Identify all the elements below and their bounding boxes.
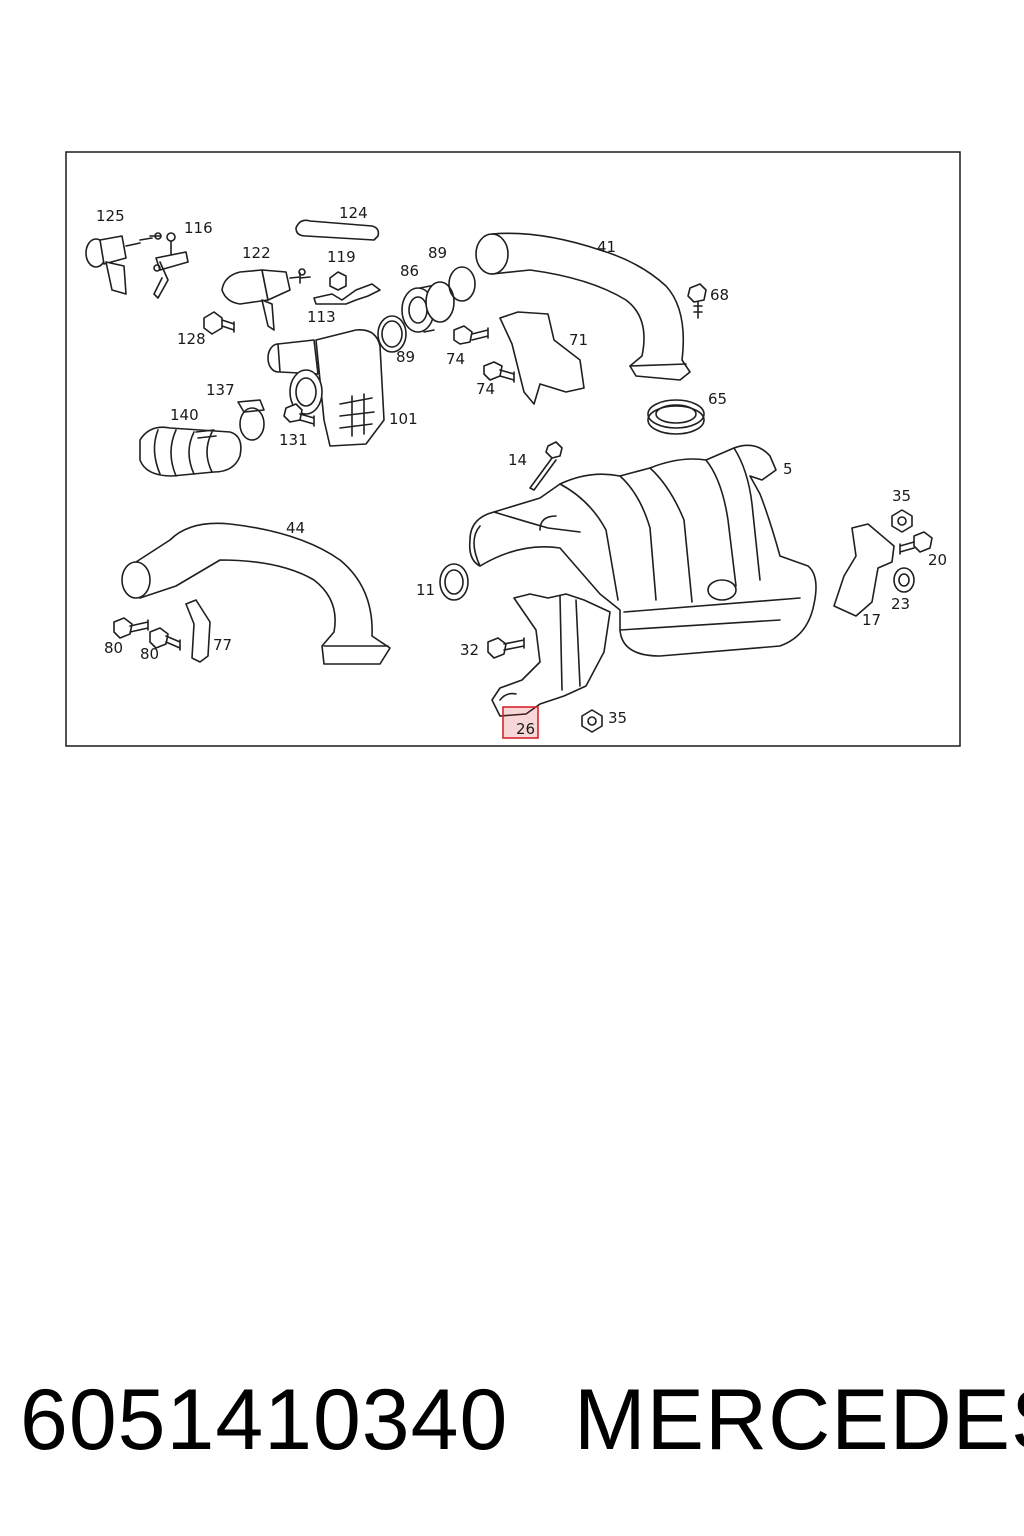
part-74-bolt-lower	[483, 361, 515, 383]
callout-17: 17	[862, 611, 881, 629]
callout-44: 44	[286, 519, 305, 537]
part-65-gasket	[647, 399, 705, 435]
part-74-bolt-upper	[453, 325, 489, 345]
part-35-nut-upper	[891, 509, 913, 533]
callout-23: 23	[891, 595, 910, 613]
callout-32: 32	[460, 641, 479, 659]
callout-89-upper: 89	[428, 244, 447, 262]
part-23-bushing	[893, 567, 915, 593]
part-119-nut	[329, 271, 347, 291]
part-86-sleeve	[401, 281, 455, 333]
part-14-bolt	[529, 441, 563, 491]
part-number: 6051410340	[20, 1372, 509, 1468]
callout-124: 124	[339, 204, 368, 222]
highlight-box-26[interactable]	[502, 706, 539, 739]
part-140-bellows-hose	[139, 426, 242, 477]
callout-137: 137	[206, 381, 235, 399]
part-122-actuator	[221, 268, 311, 331]
callout-125: 125	[96, 207, 125, 225]
part-77-bracket	[185, 599, 211, 663]
callout-20: 20	[928, 551, 947, 569]
callout-71: 71	[569, 331, 588, 349]
part-41-intake-pipe	[475, 232, 691, 381]
part-89-seal-lower-inner	[381, 320, 403, 348]
part-128-bolt	[203, 311, 235, 335]
part-20-bolt	[899, 531, 933, 555]
callout-86: 86	[400, 262, 419, 280]
part-89-seal-upper	[448, 266, 476, 302]
callout-14: 14	[508, 451, 527, 469]
callout-116: 116	[184, 219, 213, 237]
callout-122: 122	[242, 244, 271, 262]
part-11-seal	[439, 563, 469, 601]
callout-26: 26	[516, 720, 535, 738]
callout-89-lower: 89	[396, 348, 415, 366]
part-80-bolt-right	[149, 627, 181, 651]
parts-diagram: 125 116 124 122 119 89 86 41 68 113 128 …	[0, 0, 1024, 760]
part-32-bolt	[487, 637, 525, 659]
callout-113: 113	[307, 308, 336, 326]
callout-65: 65	[708, 390, 727, 408]
part-131-bolt	[283, 403, 315, 427]
part-5-intake-manifold	[468, 444, 817, 657]
callout-74-lower: 74	[476, 380, 495, 398]
part-71-bracket	[499, 311, 585, 405]
callout-80-left: 80	[104, 639, 123, 657]
callout-131: 131	[279, 431, 308, 449]
part-17-bracket	[833, 523, 895, 617]
part-116-ball-joint	[153, 232, 189, 299]
part-26-support-bracket-details	[499, 595, 581, 701]
brand-name: MERCEDES	[574, 1372, 1024, 1468]
part-124-strip	[295, 219, 380, 241]
part-101-throttle-body	[267, 329, 385, 447]
callout-74-upper: 74	[446, 350, 465, 368]
part-80-bolt-left	[113, 617, 149, 639]
callout-11: 11	[416, 581, 435, 599]
callout-119: 119	[327, 248, 356, 266]
callout-140: 140	[170, 406, 199, 424]
part-68-bolt	[687, 283, 707, 319]
callout-35-upper: 35	[892, 487, 911, 505]
callout-5: 5	[783, 460, 793, 478]
part-137-clamp	[237, 399, 265, 441]
callout-68: 68	[710, 286, 729, 304]
callout-101: 101	[389, 410, 418, 428]
part-35-nut-lower	[581, 709, 603, 733]
part-44-intake-pipe	[121, 522, 391, 665]
callout-128: 128	[177, 330, 206, 348]
part-113-bracket	[313, 283, 381, 305]
callout-35-lower: 35	[608, 709, 627, 727]
callout-41: 41	[597, 238, 616, 256]
callout-80-right: 80	[140, 645, 159, 663]
part-89-seal-lower	[377, 315, 407, 353]
footer: 6051410340 MERCEDES	[0, 1360, 1024, 1480]
part-125-actuator	[85, 232, 162, 295]
callout-77: 77	[213, 636, 232, 654]
